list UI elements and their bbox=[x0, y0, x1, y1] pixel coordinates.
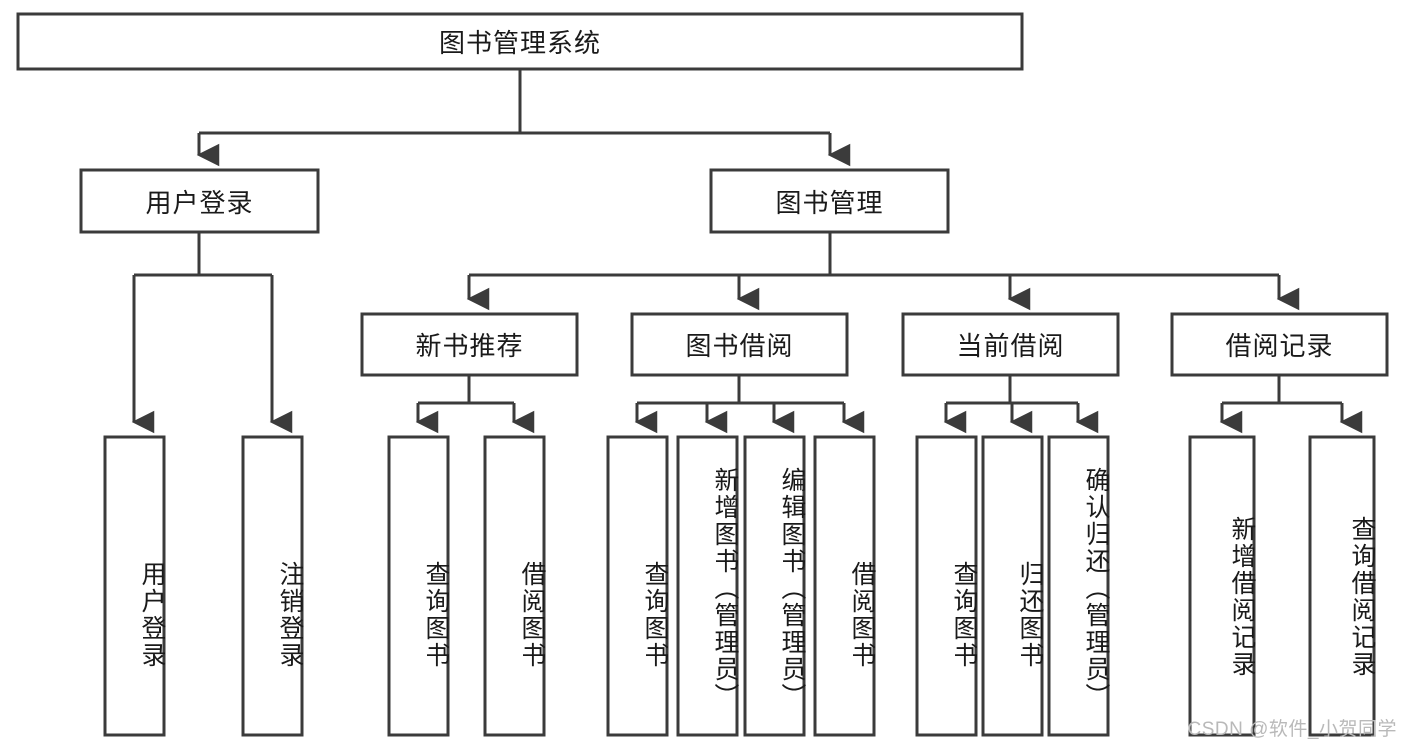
csdn-watermark: CSDN @软件_小贺同学 bbox=[1187, 719, 1397, 740]
leaf-current-borrow-1-box[interactable] bbox=[915, 435, 978, 737]
node-root-box[interactable] bbox=[16, 12, 1024, 71]
leaf-user-login-2-box[interactable] bbox=[241, 435, 304, 737]
leaf-borrow-record-2-box[interactable] bbox=[1308, 435, 1376, 737]
leaf-borrow-record-1-box[interactable] bbox=[1188, 435, 1256, 737]
leaf-user-login-1-box[interactable] bbox=[103, 435, 166, 737]
leaf-book-borrow-2-box[interactable] bbox=[676, 435, 739, 737]
node-book-manage-box[interactable] bbox=[709, 168, 950, 234]
node-new-book-box[interactable] bbox=[360, 312, 579, 377]
node-book-borrow-box[interactable] bbox=[630, 312, 849, 377]
node-borrow-record-box[interactable] bbox=[1170, 312, 1389, 377]
leaf-current-borrow-2-box[interactable] bbox=[981, 435, 1044, 737]
node-current-borrow-box[interactable] bbox=[901, 312, 1120, 377]
leaf-current-borrow-3-box[interactable] bbox=[1047, 435, 1110, 737]
node-user-login-box[interactable] bbox=[79, 168, 320, 234]
leaf-new-book-1-box[interactable] bbox=[387, 435, 450, 737]
leaf-new-book-2-box[interactable] bbox=[483, 435, 546, 737]
leaf-book-borrow-1-box[interactable] bbox=[606, 435, 669, 737]
leaf-book-borrow-4-box[interactable] bbox=[813, 435, 876, 737]
leaf-book-borrow-3-box[interactable] bbox=[743, 435, 806, 737]
